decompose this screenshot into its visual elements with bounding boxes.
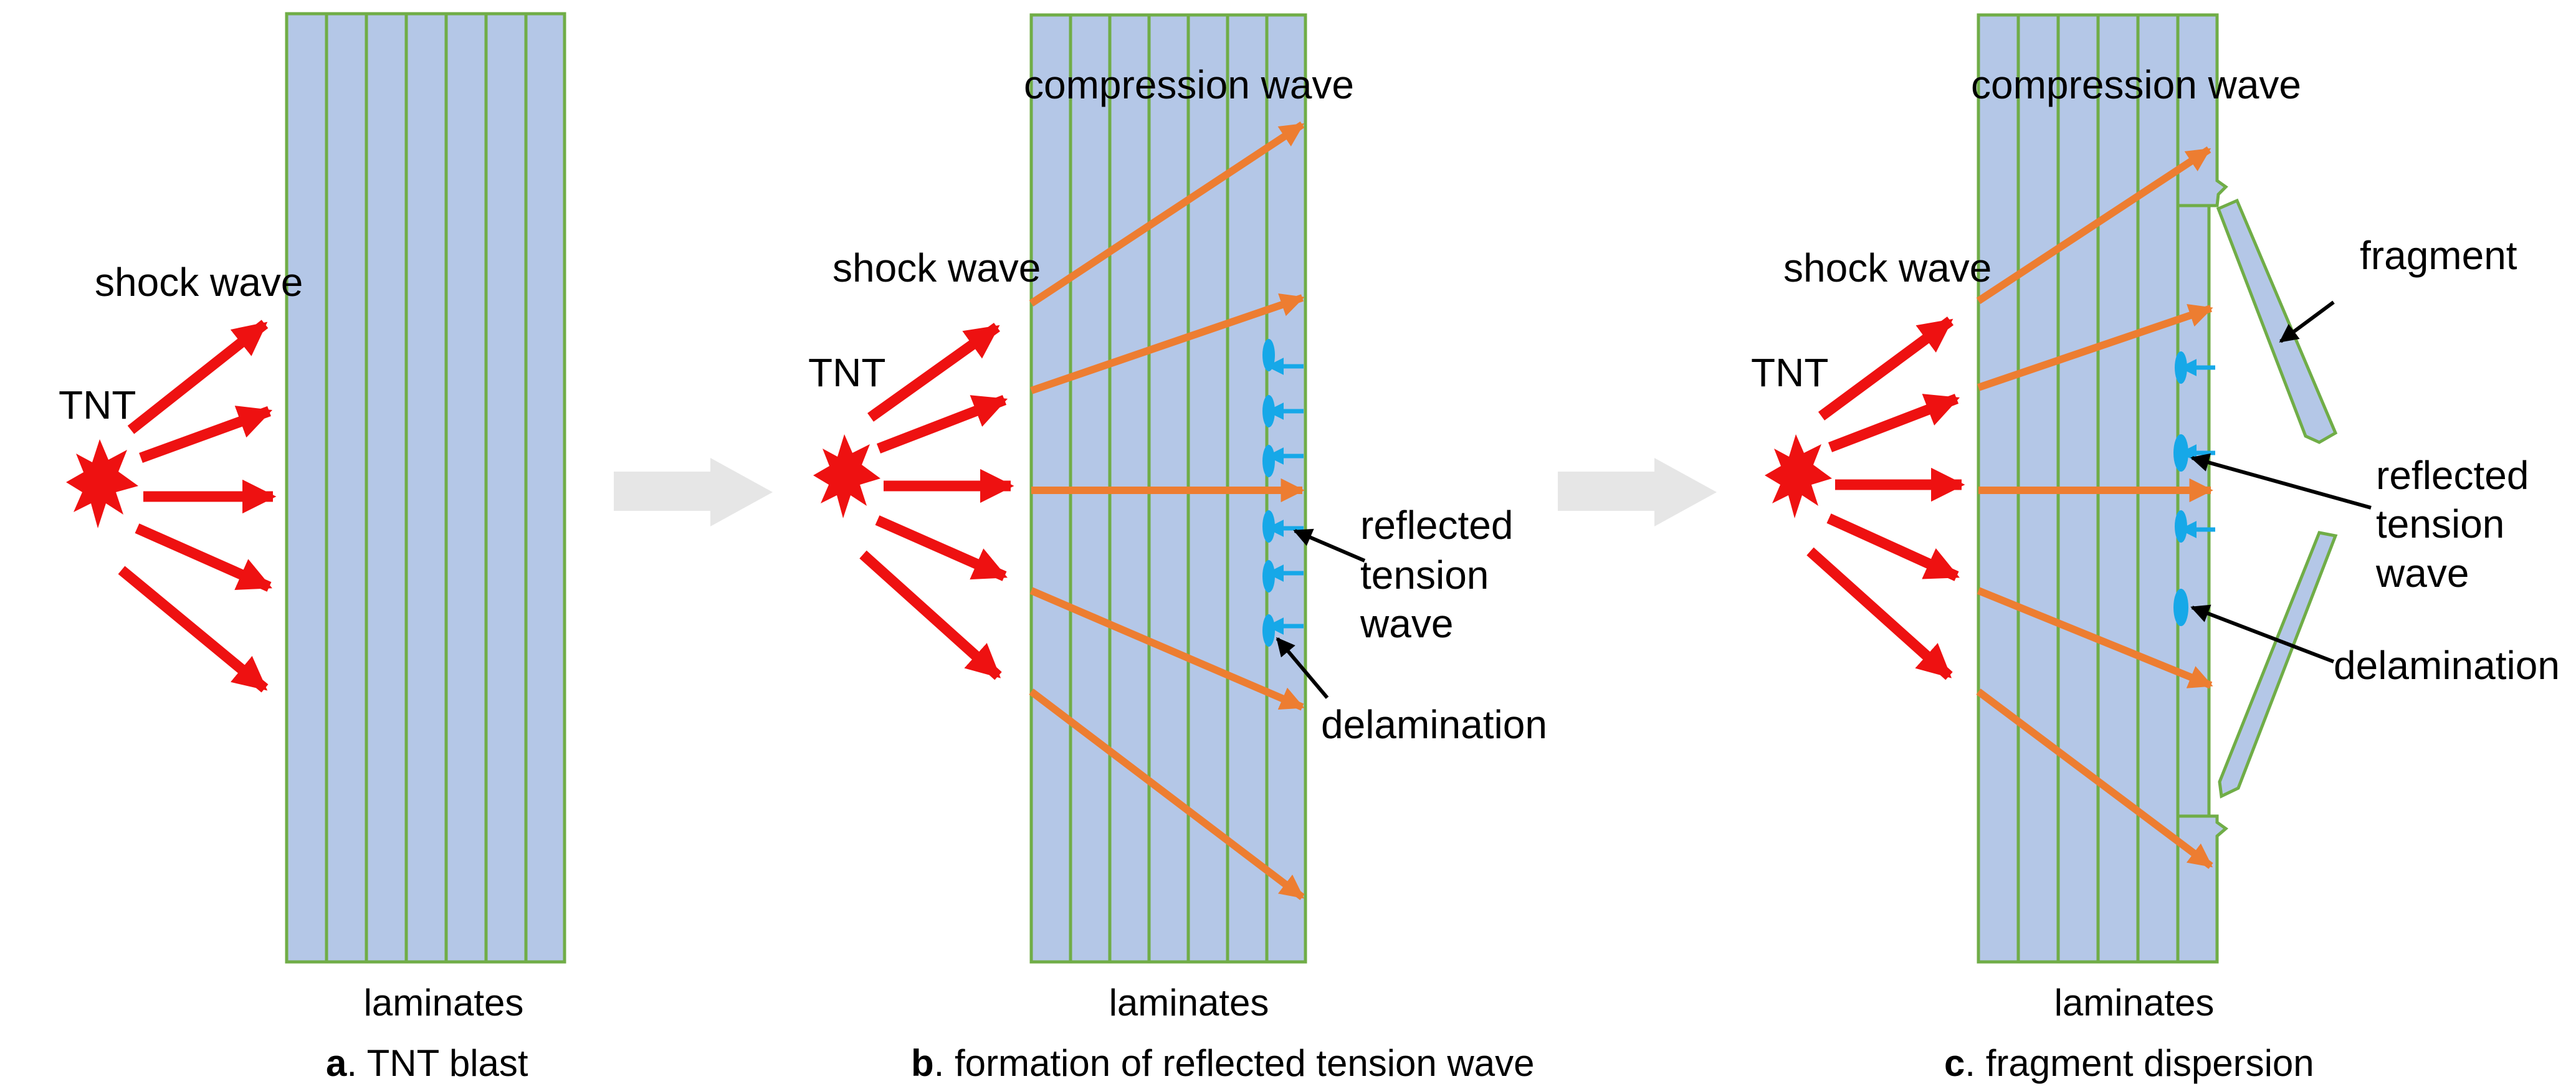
fragment-piece-upper-c [2216,198,2338,444]
reflected-label-b-3: wave [1360,601,1453,646]
delamination-label-c: delamination [2334,643,2560,688]
reflected-label-c-3: wave [2375,551,2469,596]
compression-wave-arrows-b [1029,121,1305,900]
caption-b: b. formation of reflected tension wave [911,1042,1535,1084]
step-arrow-2 [1558,458,1717,526]
shock-wave-label-c: shock wave [1783,245,1992,290]
reflected-label-b-1: reflected [1360,503,1513,548]
shock-wave-label-b: shock wave [832,245,1041,290]
panel-a: TNT shock wave laminates a. TNT blast [59,12,566,1084]
reflected-tension-wave-c [2173,351,2215,626]
panel-b: TNT shock wave compression wave reflecte… [808,13,1547,1084]
reflected-tension-wave-b [1262,339,1304,647]
tnt-label-b: TNT [808,350,885,395]
shock-wave-arrows-a [118,320,277,693]
outer-lamina-bottom-c [2176,814,2229,964]
caption-a: a. TNT blast [326,1042,528,1084]
compression-wave-label-c: compression wave [1971,62,2301,107]
outer-lamina-top-c [2176,13,2228,207]
reflected-label-c-1: reflected [2376,453,2529,498]
shock-wave-label-a: shock wave [95,260,303,305]
laminates-label-b: laminates [1109,982,1269,1024]
shock-wave-arrows-c [1806,316,1965,680]
caption-text-c: . fragment dispersion [1965,1042,2314,1084]
tnt-label-c: TNT [1751,350,1828,395]
reflected-label-b-2: tension [1360,553,1489,597]
laminate-plate-a [285,12,566,964]
shock-wave-arrows-b [859,323,1014,680]
panel-c: TNT shock wave compression wave fragment… [1751,13,2560,1084]
compression-wave-arrows-c [1976,146,2213,869]
fragment-piece-lower-c [2218,531,2338,799]
caption-text-b: . formation of reflected tension wave [934,1042,1535,1084]
fragment-label-c: fragment [2360,233,2517,278]
caption-c: c. fragment dispersion [1944,1042,2314,1084]
pointer-lines-c [2190,300,2372,663]
laminates-label-a: laminates [364,982,524,1024]
pointer-lines-b [1276,528,1366,699]
caption-letter-b: b [911,1042,934,1084]
step-arrow-1 [614,458,773,526]
laminates-label-c: laminates [2054,982,2215,1024]
caption-letter-c: c [1944,1042,1965,1084]
caption-text-a: . TNT blast [346,1042,528,1084]
tnt-label-a: TNT [59,383,136,427]
explosion-icon-a [66,439,138,528]
delamination-label-b: delamination [1321,702,1547,747]
explosion-icon-b [813,434,880,518]
explosion-icon-c [1765,434,1832,518]
reflected-label-c-2: tension [2376,502,2504,546]
caption-letter-a: a [326,1042,347,1084]
compression-wave-label-b: compression wave [1024,62,1354,107]
